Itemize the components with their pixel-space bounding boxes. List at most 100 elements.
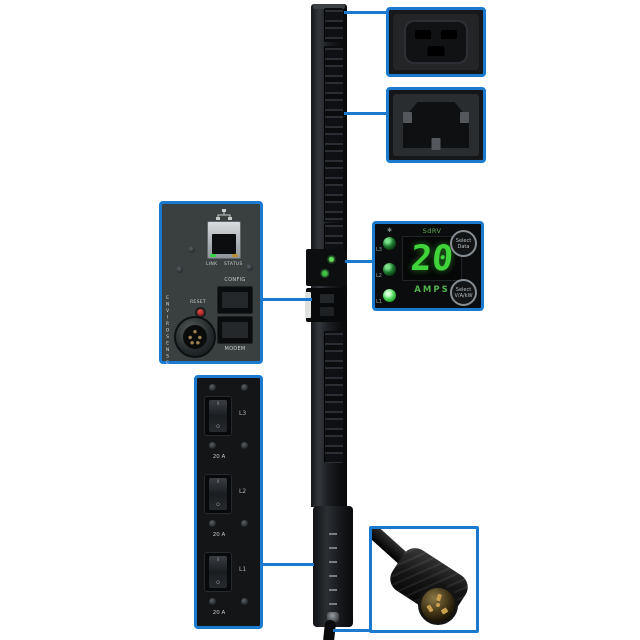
strip-outlet-group-lower: [324, 331, 343, 463]
phase-led: [383, 263, 396, 276]
screw: [246, 264, 253, 271]
housing-breaker-dots: [329, 526, 337, 608]
callout-line-plug: [333, 629, 371, 632]
select-button-label: Data: [457, 243, 470, 250]
c13-outlet-icon: [393, 94, 479, 156]
strip-label-sticker: [305, 292, 311, 318]
strip-meter-module: [306, 249, 347, 286]
screw: [209, 598, 216, 605]
phase-led-label: L3: [376, 247, 382, 253]
off-mark: O: [216, 425, 220, 430]
off-mark: O: [216, 503, 220, 508]
breaker-rocker: I O: [209, 478, 227, 510]
strip-breaker-housing: [313, 506, 353, 627]
circuit-breaker: I O: [204, 396, 232, 436]
select-button-top: Select Data: [450, 230, 477, 257]
callout-line-breakers: [260, 563, 314, 566]
c19-slot: [415, 30, 431, 39]
status-led: [232, 254, 238, 257]
c13-contact: [403, 112, 412, 123]
modem-port: [217, 316, 253, 344]
screw: [209, 384, 216, 391]
callout-power-plug: [369, 526, 479, 633]
c13-contact: [431, 138, 441, 150]
screw: [176, 266, 183, 273]
modem-label: MODEM: [224, 346, 246, 352]
config-port: [217, 286, 253, 314]
config-label: CONFIG: [224, 277, 246, 283]
meter-header-label: SdRV: [422, 227, 442, 235]
circuit-breaker: I O: [204, 474, 232, 514]
phase-label: L3: [239, 410, 247, 417]
screw: [209, 442, 216, 449]
phase-led-label: L1: [376, 299, 382, 305]
c19-slot: [441, 30, 457, 39]
strip-network-module: [306, 288, 347, 322]
reset-button: [195, 307, 206, 318]
c13-contact: [460, 112, 469, 123]
phase-label: L1: [239, 566, 247, 573]
screw: [241, 384, 248, 391]
phase-led-label: L2: [376, 273, 382, 279]
plug-face: [418, 585, 458, 625]
reset-label: RESET: [190, 300, 206, 305]
select-button-bottom: Select V/A/kW: [450, 279, 477, 306]
status-label: STATUS: [224, 262, 243, 267]
envirosense-label: ENVIROSENSE: [165, 296, 170, 368]
on-mark: I: [217, 480, 219, 485]
c19-recess: [404, 20, 468, 64]
cord-gland: [327, 612, 339, 622]
breaker-rating: 20 A: [212, 532, 226, 538]
alert-icon: ✱: [387, 227, 393, 234]
strip-outlet-group-top: [324, 8, 343, 42]
breaker-rating: 20 A: [212, 454, 226, 460]
screw: [188, 246, 195, 253]
screw: [209, 520, 216, 527]
plug-pin: [426, 604, 434, 613]
on-mark: I: [217, 558, 219, 563]
link-label: LINK: [206, 262, 218, 267]
callout-digital-meter: ✱ L3 L2 L1 SdRV 20 AMPS Select Data Sele…: [372, 221, 484, 311]
c19-slot: [427, 46, 445, 56]
callout-c13-outlet: [386, 87, 486, 163]
callout-network-module: LINK STATUS CONFIG MODEM RESET ENVIROSEN…: [159, 201, 263, 368]
callout-line-meter: [345, 260, 375, 263]
screw: [241, 442, 248, 449]
strip-outlet-group-middle: [324, 223, 343, 257]
plug-pin: [436, 603, 440, 607]
off-mark: O: [216, 581, 220, 586]
breaker-unit: I O L3 20 A: [197, 396, 260, 474]
ethernet-slot: [212, 234, 236, 254]
ethernet-port: [207, 221, 241, 259]
callout-line-network: [260, 298, 312, 301]
meter-unit-label: AMPS: [414, 285, 450, 295]
select-button-label: Select: [455, 237, 472, 244]
on-mark: I: [217, 402, 219, 407]
plug-pin: [440, 607, 449, 615]
breaker-unit: I O L2 20 A: [197, 474, 260, 552]
select-button-label: V/A/kW: [454, 292, 473, 299]
link-led: [210, 254, 216, 257]
c19-outlet-icon: [393, 14, 479, 70]
screw: [241, 598, 248, 605]
strip-outlet-group-upper: [324, 46, 343, 222]
callout-line-c19: [344, 11, 390, 14]
network-icon: [216, 209, 232, 220]
envirosense-connector: [174, 316, 216, 358]
callout-c19-outlet: [386, 7, 486, 77]
callout-breaker-panel: I O L3 20 A I O L2 20 A: [194, 375, 263, 629]
breaker-rocker: I O: [209, 556, 227, 588]
callout-line-c13: [344, 112, 390, 115]
select-button-label: Select: [455, 286, 472, 293]
breaker-rocker: I O: [209, 400, 227, 432]
breaker-unit: I O L1 20 A: [197, 552, 260, 630]
breaker-rating: 20 A: [212, 610, 226, 616]
screw: [241, 520, 248, 527]
meter-screen: 20: [402, 236, 462, 281]
phase-led: [383, 289, 396, 302]
phase-led: [383, 237, 396, 250]
phase-label: L2: [239, 488, 247, 495]
plug-pin: [436, 593, 442, 602]
circuit-breaker: I O: [204, 552, 232, 592]
